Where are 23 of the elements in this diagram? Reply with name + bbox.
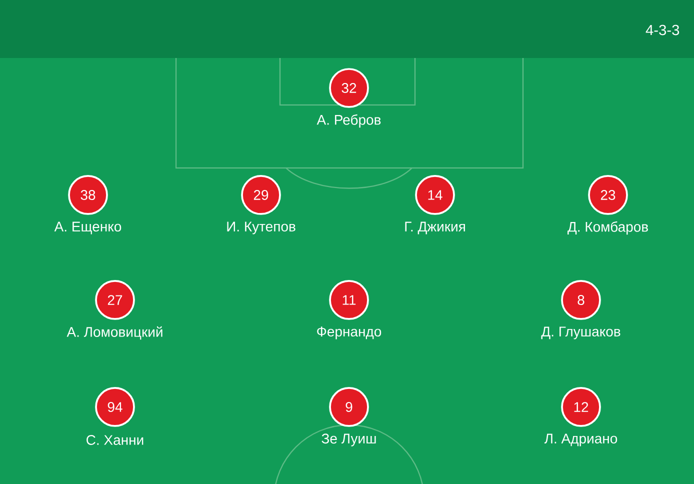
player-name: И. Кутепов — [227, 222, 296, 234]
number-badge: 27 — [95, 280, 135, 320]
player-name: Д. Глушаков — [541, 326, 620, 340]
player-name: А. Ребров — [316, 114, 381, 128]
number-badge: 12 — [561, 387, 601, 427]
number-badge: 23 — [588, 175, 628, 215]
player-name: Л. Адриано — [544, 434, 618, 446]
number-badge: 11 — [329, 280, 369, 320]
player-name: А. Ломовицкий — [66, 326, 162, 340]
player-name: Зе Луиш — [322, 434, 376, 446]
number-badge: 9 — [329, 387, 369, 427]
number-badge: 14 — [415, 175, 455, 215]
player-name: Фернандо — [317, 326, 382, 340]
player-name: Г. Джикия — [405, 222, 465, 234]
number-badge: 32 — [329, 68, 369, 108]
player-name: А. Ещенко — [54, 222, 122, 234]
number-badge: 94 — [95, 387, 135, 427]
player-name: С. Ханни — [86, 435, 144, 445]
number-badge: 8 — [561, 280, 601, 320]
number-badge: 29 — [241, 175, 281, 215]
formation-label: 4-3-3 — [646, 24, 680, 36]
number-badge: 38 — [68, 175, 108, 215]
player-name: Д. Комбаров — [568, 221, 648, 235]
